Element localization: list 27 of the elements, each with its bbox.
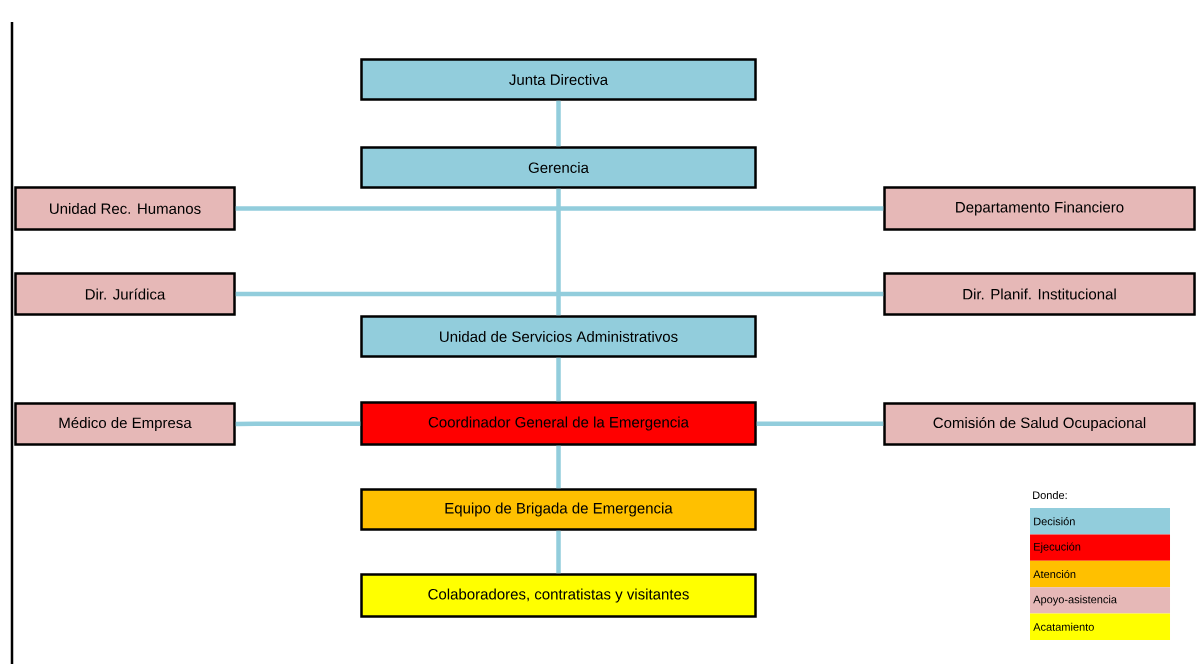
- legend-label: Apoyo-asistencia: [1033, 595, 1117, 606]
- org-box: Comisión de Salud Ocupacional: [883, 402, 1196, 446]
- legend-label: Decisión: [1034, 517, 1075, 526]
- org-box: Unidad Rec. Humanos: [14, 186, 236, 231]
- connector-line: [235, 291, 884, 297]
- legend-label: Atención: [1033, 569, 1076, 579]
- org-box: Junta Directiva: [360, 58, 757, 101]
- org-box: Coordinador General de la Emergencia: [360, 401, 757, 446]
- connector-line: [556, 530, 561, 574]
- org-box: Médico de Empresa: [14, 402, 236, 446]
- connector-line: [235, 206, 884, 211]
- org-box: Departamento Financiero: [883, 186, 1196, 231]
- org-box: Equipo de Brigada de Emergencia: [360, 488, 757, 531]
- connector-line: [235, 421, 361, 427]
- org-box: Dir. Jurídica: [14, 272, 236, 316]
- connector-line: [556, 445, 561, 489]
- org-box: Unidad de Servicios Administrativos: [360, 315, 757, 358]
- connector-line: [556, 188, 561, 316]
- connector-line: [756, 421, 884, 427]
- connector-line: [556, 100, 561, 147]
- legend-title: Donde:: [1033, 490, 1067, 500]
- connector-line: [556, 357, 561, 402]
- legend-label: Ejecución: [1034, 542, 1081, 553]
- org-box: Gerencia: [360, 146, 757, 189]
- org-box: Colaboradores, contratistas y visitantes: [360, 573, 757, 618]
- legend-label: Acatamiento: [1033, 622, 1094, 631]
- org-box: Dir. Planif. Institucional: [883, 272, 1196, 316]
